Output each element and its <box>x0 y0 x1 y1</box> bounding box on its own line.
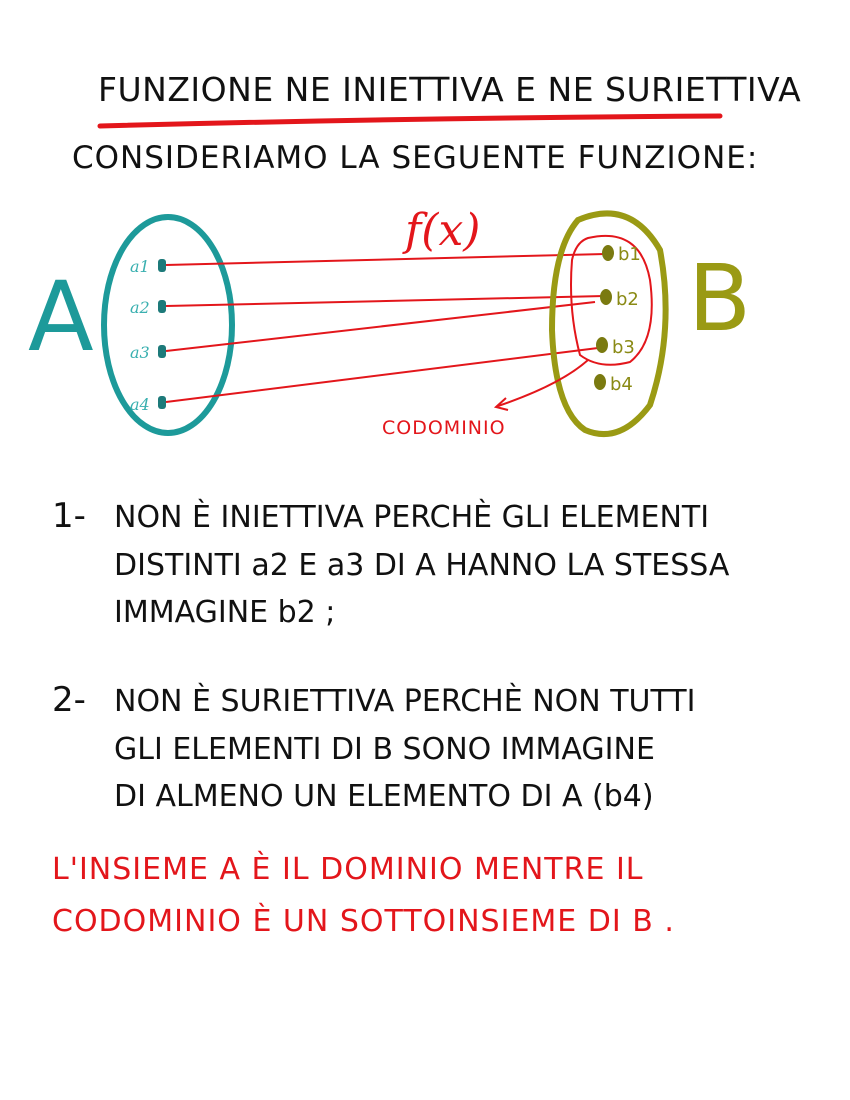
svg-text:a4: a4 <box>130 395 150 414</box>
function-label: f(x) <box>402 205 480 256</box>
point-2-line-1: NON È SURIETTIVA PERCHÈ NON TUTTI <box>114 684 696 719</box>
intro-text: CONSIDERIAMO LA SEGUENTE FUNZIONE: <box>72 140 759 176</box>
b-element-2: b2 <box>600 289 639 310</box>
point-1-line-3: IMMAGINE b2 ; <box>114 595 336 630</box>
point-2: 2- NON È SURIETTIVA PERCHÈ NON TUTTI GLI … <box>52 680 695 814</box>
conclusion-line-2: CODOMINIO È UN SOTTOINSIEME DI B . <box>52 904 675 939</box>
point-1-line-2: DISTINTI a2 E a3 DI A HANNO LA STESSA <box>114 548 730 583</box>
b-element-4: b4 <box>594 374 633 395</box>
point-2-line-3: DI ALMENO UN ELEMENTO DI A (b4) <box>114 779 654 814</box>
set-a-label: A <box>28 261 94 373</box>
set-b-ellipse <box>548 210 669 438</box>
point-2-number: 2- <box>52 680 86 720</box>
title-underline <box>97 113 723 129</box>
a-element-1: a1 <box>130 257 166 276</box>
svg-text:a1: a1 <box>130 257 150 276</box>
codomain-label: CODOMINIO <box>382 417 506 439</box>
svg-text:b3: b3 <box>612 337 635 358</box>
a-element-2: a2 <box>130 298 166 317</box>
conclusion-line-1: L'INSIEME A È IL DOMINIO MENTRE IL <box>52 852 644 887</box>
point-2-line-2: GLI ELEMENTI DI B SONO IMMAGINE <box>114 732 655 767</box>
b-element-1: b1 <box>602 244 641 265</box>
mapping-lines <box>165 253 606 403</box>
point-1-line-1: NON È INIETTIVA PERCHÈ GLI ELEMENTI <box>114 500 710 535</box>
set-b-label: B <box>688 245 751 352</box>
a-element-4: a4 <box>130 395 166 414</box>
svg-text:b2: b2 <box>616 289 639 310</box>
page-title: FUNZIONE NE INIETTIVA E NE SURIETTIVA <box>98 70 802 109</box>
svg-text:b4: b4 <box>610 374 633 395</box>
point-1-number: 1- <box>52 496 86 536</box>
point-1: 1- NON È INIETTIVA PERCHÈ GLI ELEMENTI DI… <box>52 496 729 630</box>
svg-text:b1: b1 <box>618 244 641 265</box>
b-element-3: b3 <box>596 337 635 358</box>
set-a-ellipse <box>101 214 235 436</box>
a-element-3: a3 <box>130 343 166 362</box>
function-diagram: A a1 a2 a3 a4 f(x) B b1 b2 b3 <box>28 205 751 439</box>
codomain-boundary <box>570 234 653 366</box>
svg-text:a3: a3 <box>130 343 150 362</box>
svg-text:a2: a2 <box>130 298 150 317</box>
codomain-arrow <box>493 359 589 411</box>
